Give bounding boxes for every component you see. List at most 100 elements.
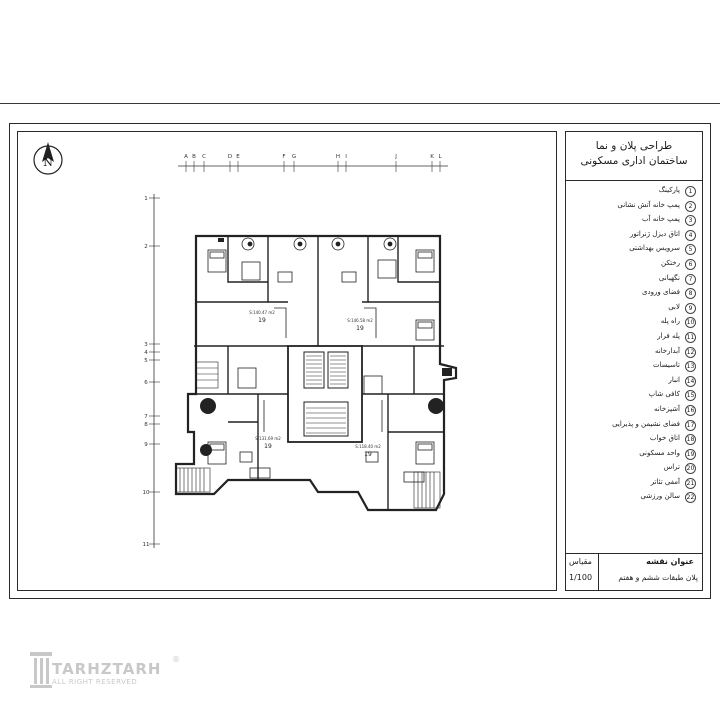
legend-number-badge: 20 <box>685 463 696 475</box>
legend-item: 21 آمفی تئاتر <box>570 476 698 491</box>
top-rule <box>0 103 720 104</box>
legend-number-badge: 8 <box>685 288 696 300</box>
legend-label: سالن ورزشی <box>640 492 680 501</box>
watermark-subtitle: ALL RIGHT RESERVED <box>52 678 138 686</box>
legend-label: آمفی تئاتر <box>650 477 680 486</box>
legend-item: 9 لابی <box>570 301 698 316</box>
plan-title-value: پلان طبقات ششم و هفتم <box>618 573 698 582</box>
row-grid-label: 10 <box>143 490 150 496</box>
legend-number-badge: 16 <box>685 404 696 416</box>
legend-label: پله فرار <box>657 331 680 340</box>
legend-number-badge: 21 <box>685 477 696 489</box>
legend-item: 6 رختکن <box>570 257 698 272</box>
column-grid-label: G <box>292 154 296 160</box>
legend-item: 5 سرویس بهداشتی <box>570 242 698 257</box>
title-block-footer: مقیاس 1/100 عنوان نقشه پلان طبقات ششم و … <box>566 553 702 590</box>
legend-number-badge: 9 <box>685 302 696 314</box>
legend-item: 18 اتاق خواب <box>570 432 698 447</box>
legend-item: 12 آبدارخانه <box>570 345 698 360</box>
legend-number-badge: 19 <box>685 448 696 460</box>
legend-number-badge: 17 <box>685 419 696 431</box>
row-grid-label: 5 <box>144 358 148 364</box>
legend-label: رختکن <box>660 258 680 267</box>
unit-area-label: S:140.47 m2 <box>249 310 275 315</box>
project-title-line2: ساختمان اداری مسکونی <box>580 155 688 167</box>
legend-number-badge: 7 <box>685 273 696 285</box>
column-grid-label: B <box>192 154 196 160</box>
legend-label: تراس <box>663 463 680 472</box>
row-grid-label: 3 <box>144 342 148 348</box>
building-plan <box>174 234 458 512</box>
project-title-line1: طراحی پلان و نما <box>595 140 673 152</box>
scale-value: 1/100 <box>569 573 593 582</box>
row-grid-label: 6 <box>144 380 148 386</box>
drawing-sheet-border <box>9 123 711 599</box>
column-grid-label: E <box>236 154 240 160</box>
column-grid-label: J <box>394 154 397 160</box>
legend-label: فضای ورودی <box>642 288 680 297</box>
unit-area-label: S:146.58 m2 <box>347 318 373 323</box>
legend-number-badge: 12 <box>685 346 696 358</box>
row-grid-label: 4 <box>144 350 148 356</box>
legend-label: نگهبانی <box>658 273 680 282</box>
legend-number-badge: 11 <box>685 331 696 343</box>
column-grid-label: K <box>430 154 434 160</box>
watermark-logo: TARHZTARH ALL RIGHT RESERVED ® <box>30 640 190 695</box>
legend-number-badge: 6 <box>685 258 696 270</box>
legend-label: آبدارخانه <box>654 346 680 355</box>
column-grid-label: C <box>202 154 206 160</box>
row-grid-label: 11 <box>143 542 150 548</box>
legend-label: کافی شاپ <box>648 390 680 399</box>
title-block-header: طراحی پلان و نما ساختمان اداری مسکونی <box>566 132 702 181</box>
row-grid-label: 8 <box>144 422 148 428</box>
legend-label: پمپ خانه آتش نشانی <box>617 200 680 209</box>
legend-label: سرویس بهداشتی <box>629 244 680 253</box>
legend-label: اتاق خواب <box>649 434 680 443</box>
column-grid-label: D <box>228 154 232 160</box>
legend-number-badge: 14 <box>685 375 696 387</box>
scale-label: مقیاس <box>569 557 592 566</box>
unit-number-label: 19 <box>258 317 266 324</box>
legend-number-badge: 22 <box>685 492 696 504</box>
watermark-brand: TARHZTARH <box>52 660 162 678</box>
row-grid-label: 9 <box>144 442 148 448</box>
north-letter: N <box>43 156 53 169</box>
legend-number-badge: 18 <box>685 434 696 446</box>
row-grid-label: 2 <box>144 244 148 250</box>
legend-label: پارکینگ <box>658 186 680 194</box>
row-grid-label: 7 <box>144 414 148 420</box>
legend-label: لابی <box>668 302 680 311</box>
legend-number-badge: 5 <box>685 244 696 256</box>
legend-item: 20 تراس <box>570 461 698 476</box>
column-grid-label: F <box>282 154 285 160</box>
registered-mark: ® <box>172 655 180 664</box>
unit-number-label: 19 <box>356 325 364 332</box>
legend-number-badge: 3 <box>685 215 696 227</box>
legend-item: 8 فضای ورودی <box>570 286 698 301</box>
legend-label: انبار <box>668 375 680 384</box>
footer-divider <box>598 554 599 590</box>
legend-item: 17 فضای نشیمن و پذیرایی <box>570 418 698 433</box>
legend-item: 14 انبار <box>570 374 698 389</box>
legend-label: آشپزخانه <box>654 404 680 413</box>
column-logo-icon <box>30 652 52 688</box>
legend-label: واحد مسکونی <box>639 448 680 457</box>
legend-number-badge: 10 <box>685 317 696 329</box>
legend-label: فضای نشیمن و پذیرایی <box>612 419 680 428</box>
legend-number-badge: 13 <box>685 361 696 373</box>
legend-number-badge: 1 <box>685 186 696 197</box>
unit-area-label: S:131.69 m2 <box>255 436 281 441</box>
legend-item: 16 آشپزخانه <box>570 403 698 418</box>
legend-label: اتاق دیزل ژنراتور <box>629 229 680 238</box>
plan-title-label: عنوان نقشه <box>646 557 694 566</box>
